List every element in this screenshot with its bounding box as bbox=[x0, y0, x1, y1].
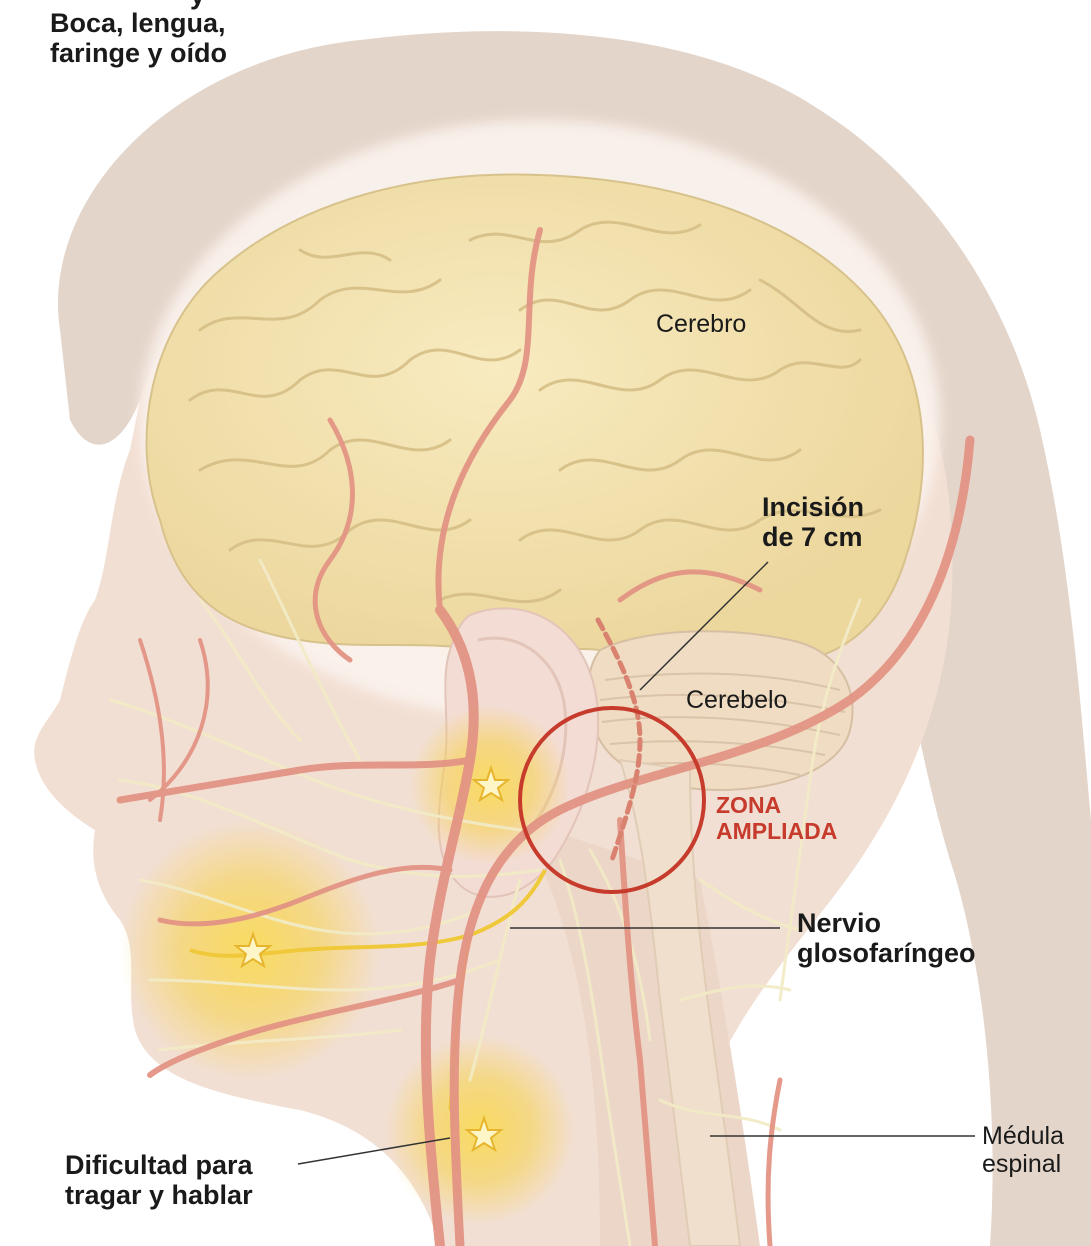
top-title-label: Boca, lengua, faringe y oído bbox=[50, 8, 227, 68]
cerebro-label: Cerebro bbox=[656, 310, 746, 338]
medula-espinal-label: Médula espinal bbox=[982, 1122, 1064, 1178]
nervio-glosofaringeo-label: Nervio glosofaríngeo bbox=[797, 908, 976, 968]
cerebelo-label: Cerebelo bbox=[686, 686, 787, 714]
dificultad-label: Dificultad para tragar y hablar bbox=[65, 1150, 253, 1210]
zona-ampliada-label: ZONA AMPLIADA bbox=[716, 792, 837, 845]
incision-label: Incisión de 7 cm bbox=[762, 492, 864, 552]
